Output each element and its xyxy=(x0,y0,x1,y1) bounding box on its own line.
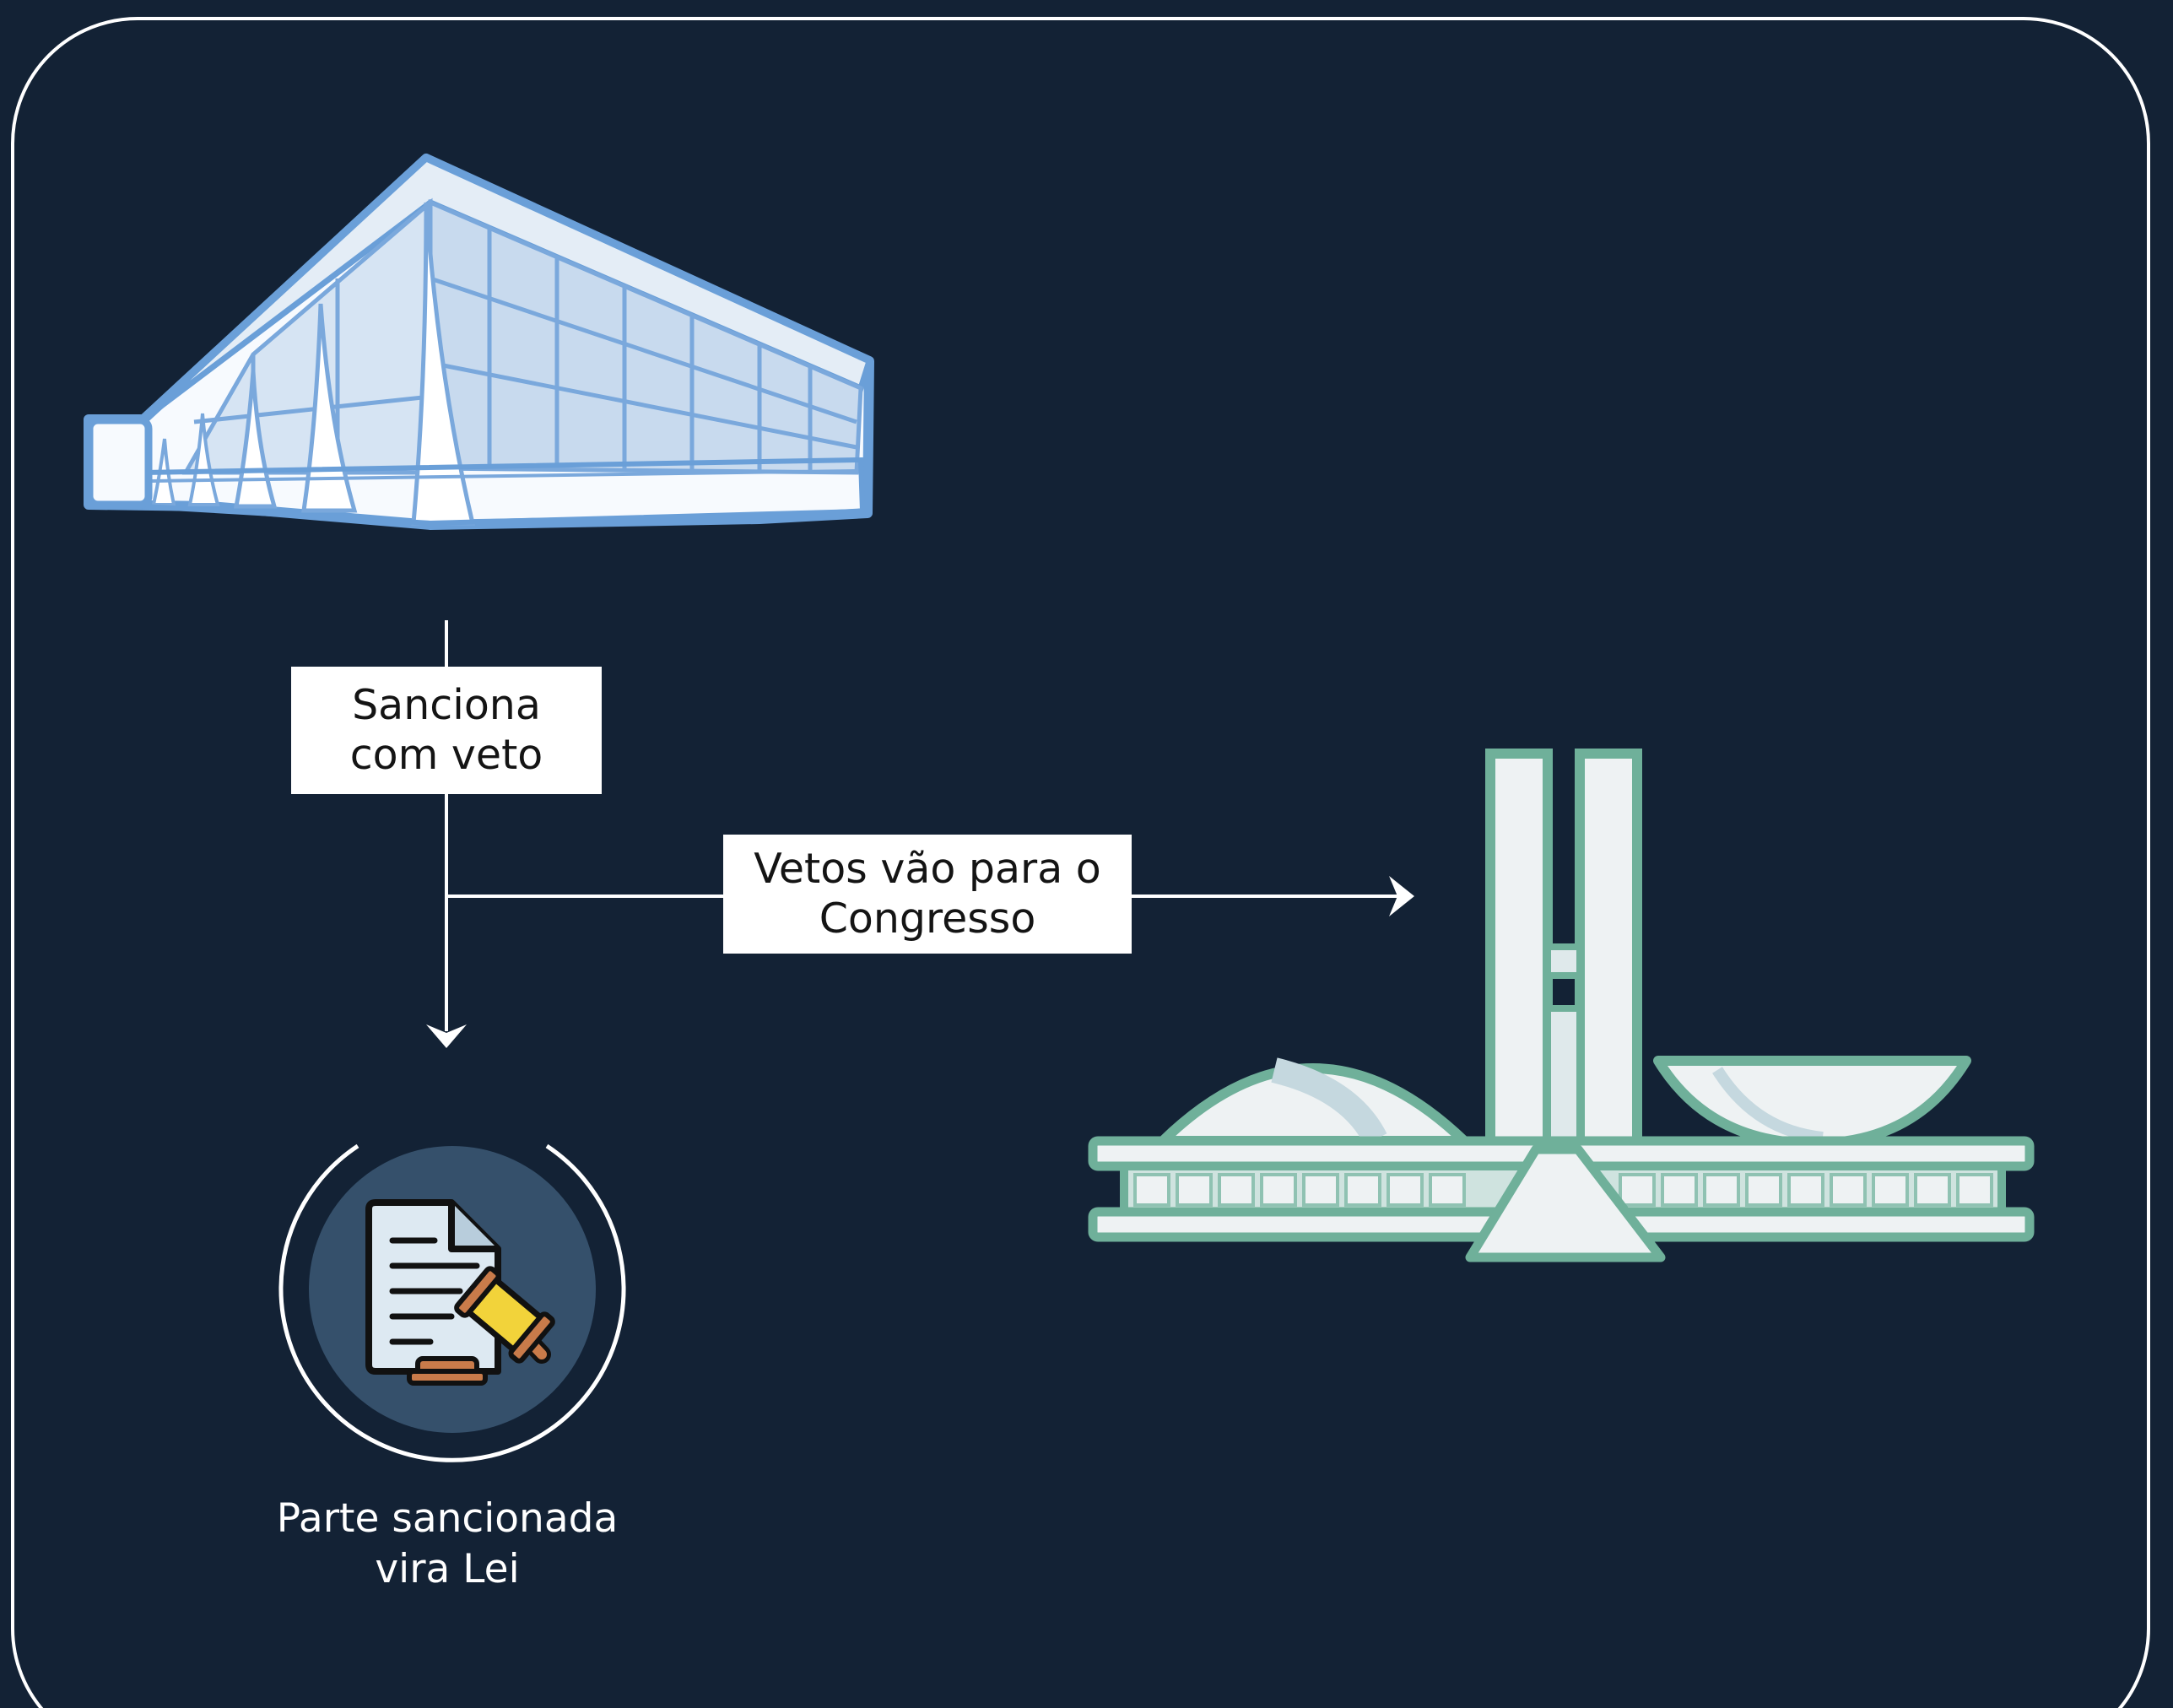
step-law-result-caption: Parte sancionada vira Lei xyxy=(228,1494,667,1594)
step-label-line: Sanciona xyxy=(352,680,541,729)
planalto-palace-icon xyxy=(84,154,874,530)
caption-line: vira Lei xyxy=(375,1545,520,1592)
step-vetoes-to-congress: Vetos vão para o Congresso xyxy=(723,835,1132,954)
arrow-right-icon xyxy=(1389,876,1414,916)
national-congress-icon xyxy=(1088,749,2035,1262)
law-document-gavel-icon xyxy=(365,1199,555,1386)
arrow-down-icon xyxy=(426,1024,467,1048)
law-result-badge xyxy=(278,1143,626,1462)
step-label-line: Vetos vão para o xyxy=(754,844,1101,893)
diagram-frame xyxy=(11,17,2150,1708)
step-label-line: Congresso xyxy=(819,894,1036,943)
step-label-line: com veto xyxy=(349,730,543,779)
caption-line: Parte sancionada xyxy=(276,1495,619,1542)
step-sanctions-with-veto: Sanciona com veto xyxy=(291,667,602,794)
flow-connectors xyxy=(445,620,1401,1031)
